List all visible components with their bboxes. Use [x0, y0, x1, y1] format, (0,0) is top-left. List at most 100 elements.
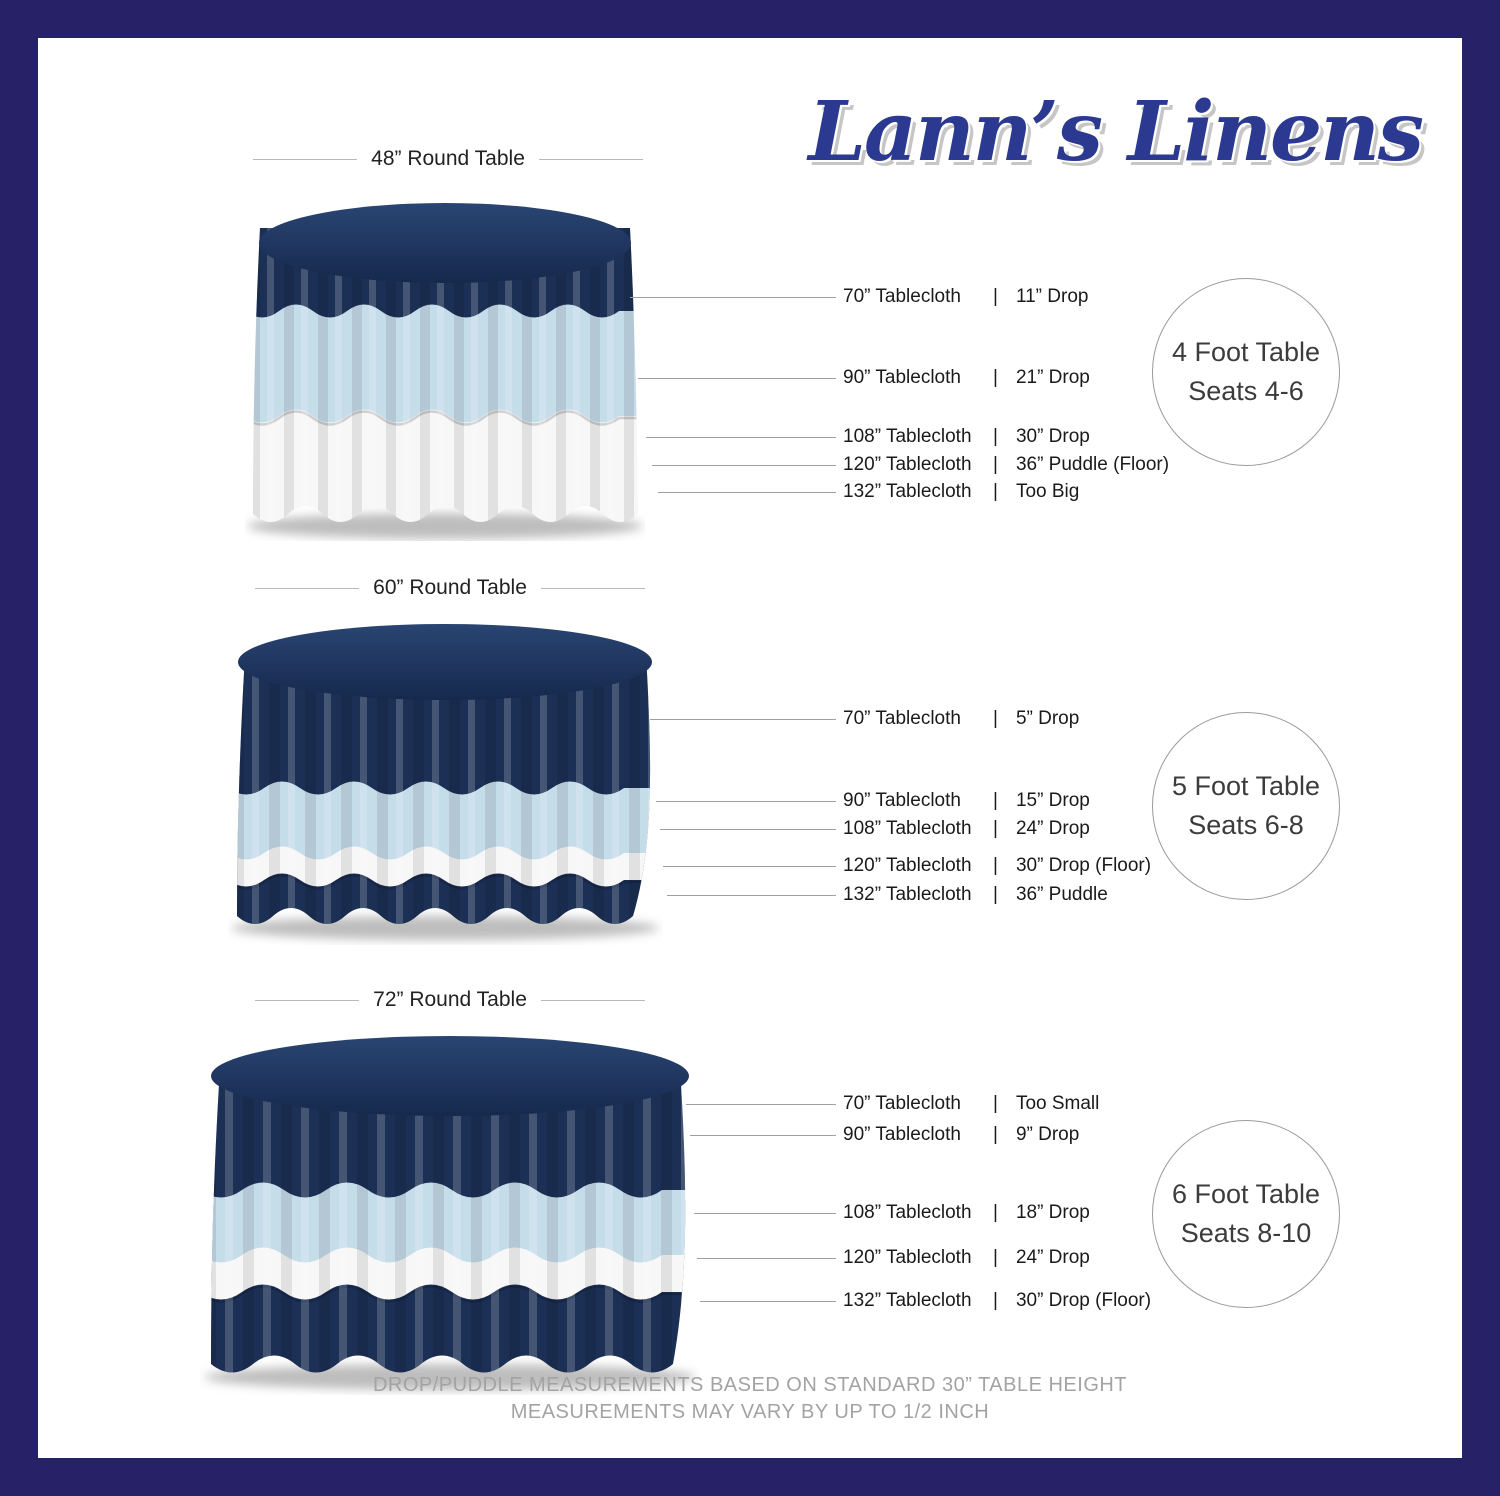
callout-line [694, 1213, 836, 1214]
drop-value: 9” Drop [1015, 1124, 1080, 1145]
drop-value: 30” Drop [1015, 426, 1090, 447]
divider: | [993, 855, 998, 876]
table-illustration-60 [231, 624, 659, 940]
tablecloth-size: 132” Tablecloth [843, 481, 972, 502]
seating-line2: Seats 8-10 [1180, 1218, 1312, 1248]
drop-value: 5” Drop [1015, 708, 1080, 729]
seating-line1: 4 Foot Table [1171, 336, 1321, 367]
divider: | [993, 790, 998, 811]
measurement-row: 120” Tablecloth | 30” Drop (Floor) [843, 855, 1151, 877]
label-line-right [540, 999, 646, 1001]
measurement-row: 90” Tablecloth | 21” Drop [843, 367, 1090, 389]
callout-line [686, 1104, 836, 1105]
drop-value: 11” Drop [1015, 286, 1089, 307]
measurement-row: 70” Tablecloth | 5” Drop [843, 708, 1079, 730]
callout-line [652, 465, 836, 466]
seating-circle-4ft: 4 Foot Table Seats 4-6 [1152, 278, 1340, 466]
divider: | [993, 481, 998, 502]
seating-circle-6ft: 6 Foot Table Seats 8-10 [1152, 1120, 1340, 1308]
tabletop [238, 624, 652, 700]
callout-line [697, 1258, 836, 1259]
callout-line [690, 1135, 836, 1136]
tablecloth-size: 132” Tablecloth [843, 1290, 972, 1311]
table-size-text: 72” Round Table [373, 988, 527, 1011]
divider: | [993, 286, 998, 307]
label-line-right [540, 587, 646, 589]
callout-line [658, 492, 836, 493]
measurement-row: 108” Tablecloth | 30” Drop [843, 426, 1090, 448]
tablecloth-size: 70” Tablecloth [843, 1093, 961, 1114]
tabletop [211, 1036, 689, 1116]
label-line-left [255, 999, 360, 1001]
tablecloth-size: 90” Tablecloth [843, 367, 961, 388]
callout-line [663, 866, 836, 867]
seating-line2: Seats 6-8 [1188, 810, 1304, 840]
divider: | [993, 1124, 998, 1145]
callout-line [650, 719, 836, 720]
divider: | [993, 708, 998, 729]
divider: | [993, 454, 998, 475]
drop-value: 15” Drop [1015, 790, 1090, 811]
tablecloth-size: 108” Tablecloth [843, 426, 972, 447]
callout-line [700, 1301, 836, 1302]
drop-value: 24” Drop [1015, 818, 1090, 839]
callout-line [656, 801, 836, 802]
divider: | [993, 426, 998, 447]
tablecloth-size: 108” Tablecloth [843, 1202, 972, 1223]
measurement-row: 120” Tablecloth | 24” Drop [843, 1247, 1090, 1269]
label-line-right [538, 158, 644, 160]
tablecloth-size: 132” Tablecloth [843, 884, 972, 905]
label-line-left [253, 158, 358, 160]
tablecloth-size: 108” Tablecloth [843, 818, 972, 839]
callout-line [667, 895, 836, 896]
seating-circle-5ft: 5 Foot Table Seats 6-8 [1152, 712, 1340, 900]
tablecloth-size: 90” Tablecloth [843, 790, 961, 811]
drop-value: Too Big [1015, 481, 1080, 502]
footer-note-line2: MEASUREMENTS MAY VARY BY UP TO 1/2 INCH [510, 1401, 990, 1423]
tablecloth-size: 120” Tablecloth [843, 855, 972, 876]
table-size-label-60: 60” Round Table [255, 576, 646, 600]
divider: | [993, 818, 998, 839]
footer-note-line1: DROP/PUDDLE MEASUREMENTS BASED ON STANDA… [372, 1374, 1128, 1396]
table-size-label-48: 48” Round Table [253, 147, 644, 171]
drop-value: 24” Drop [1015, 1247, 1090, 1268]
drop-value: Too Small [1015, 1093, 1100, 1114]
brand-logo: Lann’s Linens [808, 84, 1424, 180]
seating-line1: 5 Foot Table [1171, 770, 1321, 801]
table-illustration-72 [204, 1036, 696, 1390]
drop-value: 30” Drop (Floor) [1015, 1290, 1152, 1311]
table-size-label-72: 72” Round Table [255, 988, 646, 1012]
measurement-row: 120” Tablecloth | 36” Puddle (Floor) [843, 454, 1169, 476]
divider: | [993, 1247, 998, 1268]
divider: | [993, 1202, 998, 1223]
drop-value: 21” Drop [1015, 367, 1090, 388]
tablecloth-size: 120” Tablecloth [843, 454, 972, 475]
seating-line1: 6 Foot Table [1171, 1178, 1321, 1209]
measurement-row: 132” Tablecloth | 30” Drop (Floor) [843, 1290, 1151, 1312]
table-size-text: 60” Round Table [373, 576, 527, 599]
measurement-row: 108” Tablecloth | 18” Drop [843, 1202, 1090, 1224]
divider: | [993, 367, 998, 388]
measurement-row: 70” Tablecloth | 11” Drop [843, 286, 1088, 308]
tablecloth-size: 120” Tablecloth [843, 1247, 972, 1268]
measurement-row: 132” Tablecloth | 36” Puddle [843, 884, 1108, 906]
drop-value: 18” Drop [1015, 1202, 1090, 1223]
table-illustration-48 [247, 203, 643, 539]
tabletop [259, 203, 631, 283]
drop-value: 30” Drop (Floor) [1015, 855, 1152, 876]
divider: | [993, 884, 998, 905]
table-shadow [247, 513, 643, 539]
drop-value: 36” Puddle (Floor) [1015, 454, 1170, 475]
divider: | [993, 1093, 998, 1114]
drop-value: 36” Puddle [1015, 884, 1108, 905]
callout-line [638, 378, 836, 379]
callout-line [630, 297, 836, 298]
measurement-row: 90” Tablecloth | 9” Drop [843, 1124, 1079, 1146]
table-shadow [231, 916, 659, 940]
tablecloth-size: 70” Tablecloth [843, 286, 961, 307]
measurement-row: 132” Tablecloth | Too Big [843, 481, 1079, 503]
seating-line2: Seats 4-6 [1188, 376, 1304, 406]
tablecloth-size: 70” Tablecloth [843, 708, 961, 729]
label-line-left [255, 587, 360, 589]
